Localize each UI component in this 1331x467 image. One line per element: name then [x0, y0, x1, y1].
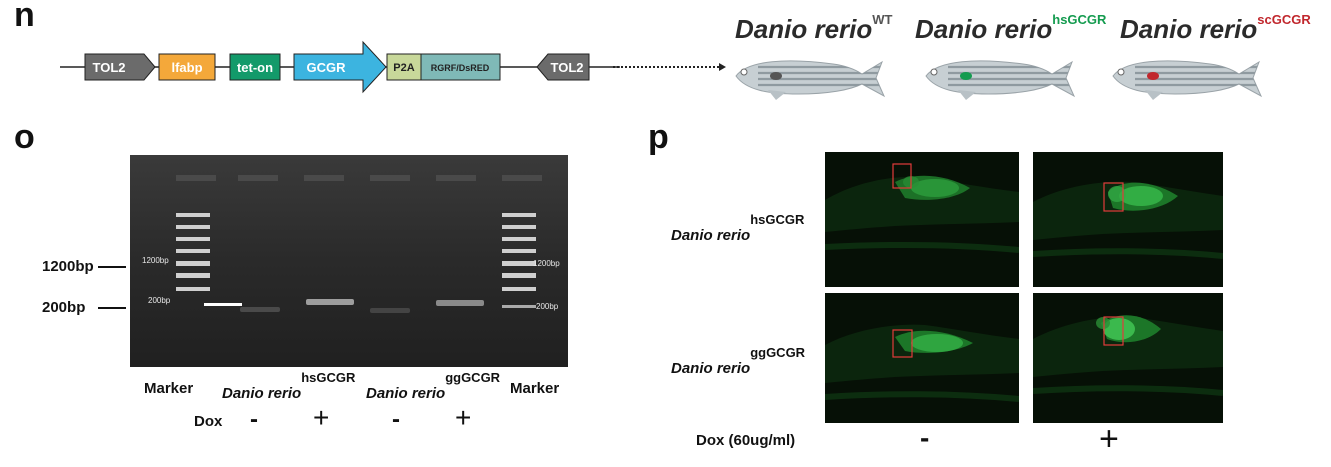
roi-box-hs-dox [1103, 182, 1124, 212]
gel-inner-label-200-left: 200bp [148, 296, 171, 305]
species-title-sc: Danio rerioscGCGR [1120, 12, 1311, 44]
fluor-image-gg-dox [1033, 293, 1223, 423]
gel-dox-label: Dox [194, 413, 223, 430]
fluor-image-hs-no-dox [825, 152, 1019, 287]
gel-inner-label-200-right: 200bp [536, 302, 559, 311]
gel-image: 1200bp 200bp 1200bp 200bp [130, 155, 568, 367]
tol2-right-element [536, 53, 590, 81]
zebrafish-sc [1112, 60, 1263, 100]
teton-element [229, 53, 281, 81]
tol2-left-element [84, 53, 156, 81]
liver-dot-sc [1147, 72, 1159, 80]
tol2-left-label: TOL2 [93, 60, 126, 75]
gel-dox-sign-4: + [455, 402, 472, 433]
tol2-right-label: TOL2 [551, 60, 584, 75]
dotted-arrow-head [719, 63, 726, 71]
lane-label-marker-left: Marker [144, 380, 194, 397]
p2a-label: P2A [393, 62, 414, 74]
panel-letter-n: n [14, 0, 35, 34]
row-label-gg: Danio rerioggGCGR [671, 345, 806, 377]
panel-letter-o: o [14, 118, 35, 156]
fluor-dox-sign-1: - [920, 422, 930, 453]
panel-letter-p: p [648, 118, 669, 156]
fluor-image-hs-dox [1033, 152, 1223, 287]
row-label-hs: Danio reriohsGCGR [671, 212, 805, 244]
zebrafish-hs [925, 60, 1076, 100]
roi-box-hs-no-dox [892, 163, 912, 189]
gel-inner-label-1200-right: 1200bp [533, 259, 560, 268]
liver-dot-hs [960, 72, 972, 80]
roi-box-gg-no-dox [892, 329, 913, 358]
lfabp-element [158, 53, 216, 81]
zebrafish-wt [735, 60, 886, 100]
gel-tick-label-200: 200bp [42, 299, 86, 316]
gel-dox-sign-1: - [250, 406, 258, 433]
species-title-hs: Danio reriohsGCGR [915, 12, 1107, 44]
lane-label-gg: Danio rerioggGCGR [366, 370, 501, 402]
rgrf-element [420, 53, 501, 81]
gel-dox-sign-2: + [313, 402, 330, 433]
lane-label-marker-right: Marker [510, 380, 560, 397]
gel-inner-label-1200-left: 1200bp [142, 256, 169, 265]
roi-box-gg-dox [1103, 316, 1124, 346]
gel-tick-label-1200: 1200bp [42, 258, 94, 275]
gel-dox-sign-3: - [392, 406, 400, 433]
fluor-image-gg-no-dox [825, 293, 1019, 423]
liver-dot-wt [770, 72, 782, 80]
gcgr-label: GCGR [307, 60, 347, 75]
species-title-wt: Danio rerioWT [735, 12, 893, 44]
teton-label: tet-on [237, 60, 273, 75]
lane-label-hs: Danio reriohsGCGR [222, 370, 356, 402]
lfabp-label: lfabp [171, 60, 202, 75]
fluor-dox-sign-2: + [1099, 420, 1119, 458]
rgrf-label: RGRF/DsRED [431, 63, 490, 73]
fluor-dox-label: Dox (60ug/ml) [696, 432, 796, 449]
construct-diagram: TOL2 lfabp tet-on GCGR P2A RGRF/DsRED TO… [60, 40, 726, 94]
gel-tick-line-1200 [98, 266, 126, 268]
p2a-element [386, 53, 422, 81]
gel-tick-line-200 [98, 307, 126, 309]
gcgr-element [293, 40, 387, 94]
